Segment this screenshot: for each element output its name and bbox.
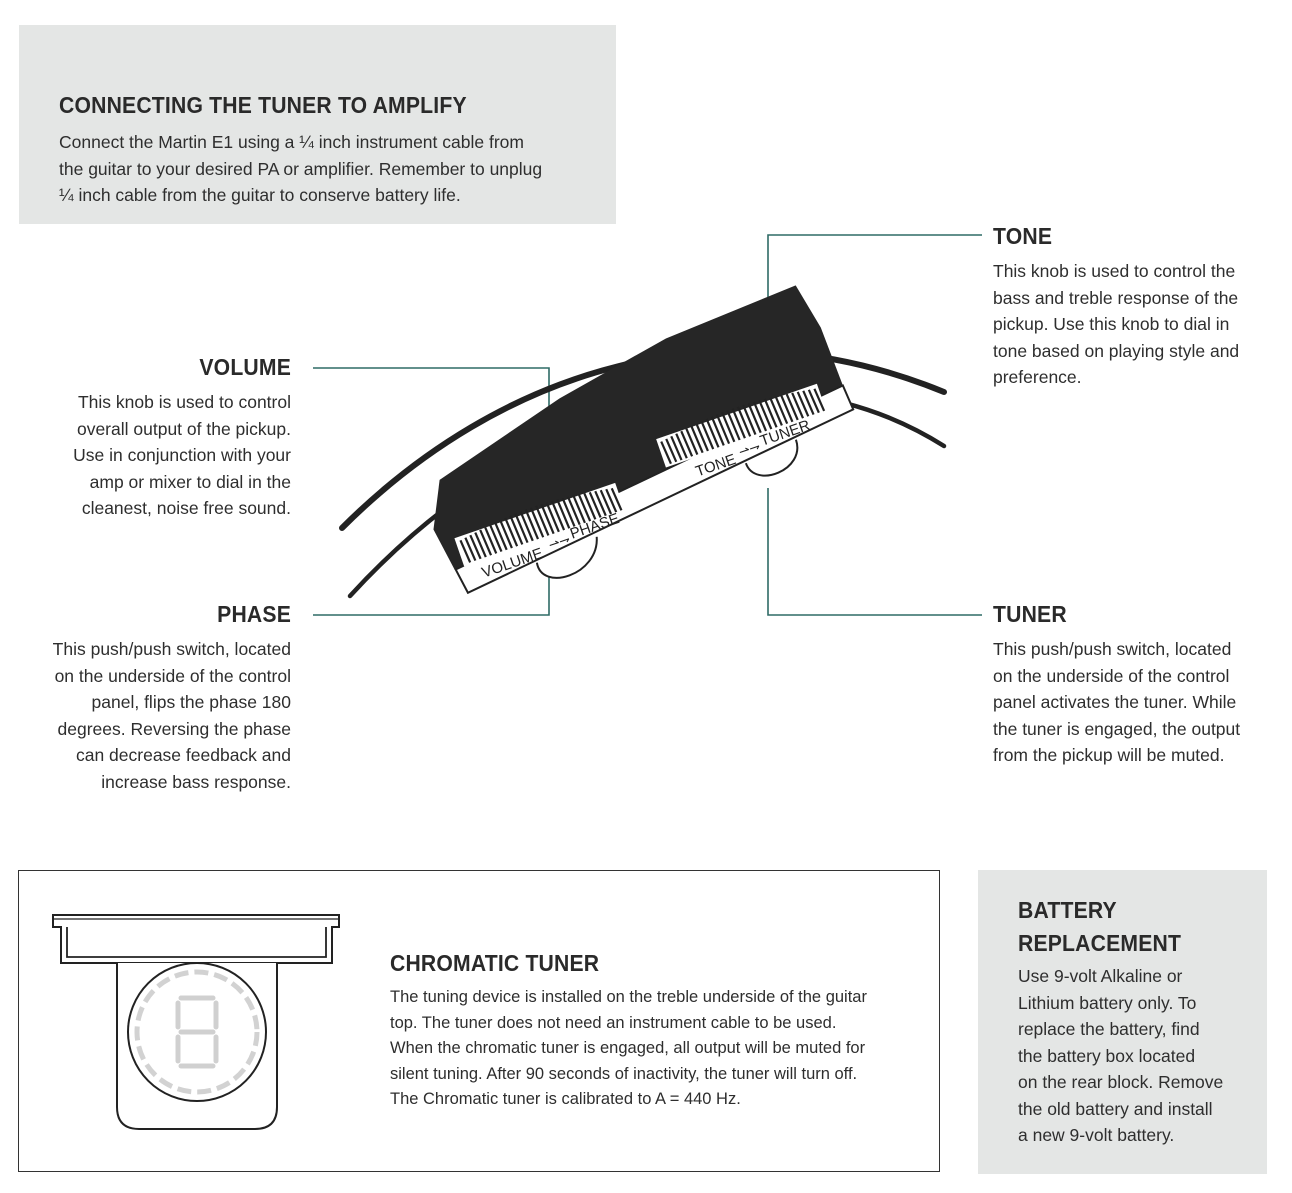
tuner-device-illustration bbox=[52, 914, 340, 1130]
phase-body: This push/push switch, located on the un… bbox=[52, 639, 291, 792]
knob-ridge bbox=[605, 488, 618, 513]
chromatic-title: CHROMATIC TUNER bbox=[390, 950, 600, 976]
chromatic-body: The tuning device is installed on the tr… bbox=[390, 988, 867, 1108]
knob-ridge bbox=[685, 428, 699, 455]
amplify-info-box: CONNECTING THE TUNER TO AMPLIFY Connect … bbox=[19, 25, 616, 224]
panel-housing bbox=[433, 285, 843, 570]
panel-arrows-left: ⇀⇁ bbox=[546, 531, 572, 552]
phase-callout: PHASE This push/push switch, located on … bbox=[20, 600, 291, 795]
battery-replacement-box: BATTERY REPLACEMENT Use 9-volt Alkaline … bbox=[978, 870, 1267, 1174]
knob-ridge bbox=[813, 388, 826, 412]
knob-ridge bbox=[588, 491, 602, 518]
knob-ridge bbox=[514, 513, 529, 544]
knob-ridge bbox=[583, 492, 597, 520]
knob-ridge bbox=[529, 507, 545, 538]
knob-ridge bbox=[802, 390, 815, 415]
knob-ridge bbox=[494, 522, 508, 551]
tuner-callout: TUNER This push/push switch, located on … bbox=[993, 600, 1283, 769]
knob-ridge bbox=[469, 534, 482, 560]
knob-ridge bbox=[561, 497, 576, 527]
tuner-title: TUNER bbox=[993, 601, 1067, 627]
knob-ridge bbox=[715, 414, 731, 445]
knob-ridge bbox=[785, 393, 799, 421]
knob-ridge bbox=[519, 511, 534, 542]
knob-ridge bbox=[675, 433, 688, 459]
volume-title: VOLUME bbox=[199, 354, 291, 380]
knob-ridge bbox=[758, 399, 773, 430]
tuner-bracket bbox=[52, 914, 340, 964]
knob-ridge bbox=[747, 402, 762, 434]
knob-ridge bbox=[504, 517, 519, 547]
volume-knob bbox=[454, 482, 625, 567]
knob-ridge bbox=[599, 489, 613, 515]
knob-ridge bbox=[577, 494, 592, 522]
knob-ridge bbox=[736, 406, 752, 437]
phase-leader-line bbox=[313, 562, 550, 616]
knob-ridge bbox=[535, 505, 550, 536]
knob-ridge bbox=[721, 412, 736, 443]
panel-arrows-right: ⇀⇁ bbox=[737, 438, 763, 459]
amplify-title: CONNECTING THE TUNER TO AMPLIFY bbox=[59, 92, 467, 118]
knob-ridge bbox=[726, 410, 741, 441]
knob-ridge bbox=[594, 490, 607, 517]
knob-ridge bbox=[479, 529, 493, 556]
knob-ridge bbox=[780, 394, 794, 423]
knob-ridge bbox=[545, 502, 560, 533]
phase-switch bbox=[535, 536, 598, 579]
knob-ridge bbox=[769, 397, 783, 426]
knob-ridge bbox=[763, 398, 778, 428]
knob-ridge bbox=[660, 441, 672, 465]
knob-ridge bbox=[774, 395, 789, 425]
battery-body: Use 9-volt Alkaline or Lithium battery o… bbox=[1018, 966, 1224, 1145]
battery-title: BATTERY REPLACEMENT bbox=[1018, 897, 1182, 956]
knob-ridge bbox=[752, 401, 768, 432]
tuner-leader-line bbox=[767, 488, 982, 616]
knob-ridge bbox=[710, 416, 725, 446]
knob-ridge bbox=[484, 527, 498, 554]
tone-knob bbox=[656, 383, 827, 468]
tone-callout: TONE This knob is used to control the ba… bbox=[993, 222, 1283, 391]
knob-ridge bbox=[464, 537, 477, 562]
volume-callout: VOLUME This knob is used to control over… bbox=[20, 353, 291, 522]
tuner-digit-display bbox=[175, 995, 219, 1069]
knob-ridge bbox=[742, 404, 757, 435]
knob-ridge bbox=[474, 532, 487, 558]
phase-title: PHASE bbox=[217, 601, 291, 627]
tone-title: TONE bbox=[993, 223, 1053, 249]
knob-ridge bbox=[524, 509, 539, 540]
knob-ridge bbox=[550, 500, 566, 531]
knob-ridge bbox=[705, 418, 720, 448]
knob-ridge bbox=[791, 392, 805, 419]
knob-ridge bbox=[610, 487, 623, 511]
knob-ridge bbox=[509, 515, 524, 545]
knob-ridge bbox=[690, 425, 704, 454]
tone-body: This knob is used to control the bass an… bbox=[993, 261, 1240, 387]
knob-ridge bbox=[540, 503, 555, 535]
knob-ridge bbox=[572, 495, 586, 524]
control-panel-diagram: VOLUME ⇀⇁ PHASE TONE ⇀⇁ TUNER bbox=[313, 234, 982, 616]
knob-ridge bbox=[731, 408, 746, 439]
tuner-body: This push/push switch, located on the un… bbox=[993, 639, 1241, 765]
knob-ridge bbox=[665, 438, 678, 463]
knob-ridge bbox=[695, 423, 709, 452]
knob-ridge bbox=[459, 539, 472, 563]
knob-ridge bbox=[556, 499, 571, 529]
knob-ridge bbox=[796, 391, 810, 417]
knob-ridge bbox=[670, 435, 683, 461]
knob-ridge bbox=[489, 524, 503, 553]
tuner-switch bbox=[744, 439, 799, 477]
control-panel: VOLUME ⇀⇁ PHASE TONE ⇀⇁ TUNER bbox=[433, 285, 855, 595]
knob-ridge bbox=[807, 389, 820, 414]
knob-ridge bbox=[567, 496, 581, 526]
chromatic-tuner-box: CHROMATIC TUNER The tuning device is ins… bbox=[18, 870, 940, 1172]
knob-ridge bbox=[700, 420, 715, 450]
amplify-body: Connect the Martin E1 using a ¼ inch ins… bbox=[59, 132, 543, 205]
volume-body: This knob is used to control overall out… bbox=[73, 392, 291, 518]
knob-ridge bbox=[680, 430, 694, 457]
knob-ridge bbox=[499, 519, 513, 549]
